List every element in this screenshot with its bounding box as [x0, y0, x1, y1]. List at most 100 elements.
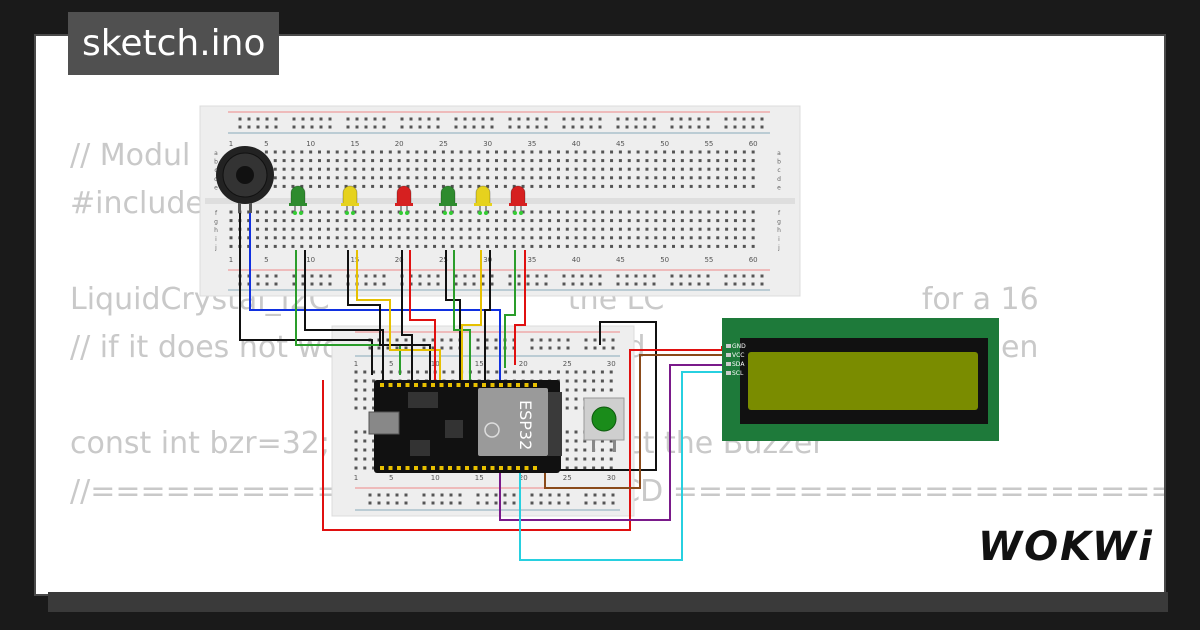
rail-hole	[688, 117, 692, 121]
column-number: 10	[306, 140, 315, 148]
breadboard-hole	[424, 210, 428, 214]
esp32-pin	[456, 466, 461, 470]
rail-hole	[566, 493, 570, 497]
breadboard-hole	[247, 219, 251, 223]
rail-hole	[611, 501, 615, 505]
breadboard-hole	[565, 457, 569, 461]
breadboard-hole	[450, 176, 454, 180]
rail-hole	[679, 125, 683, 129]
breadboard-hole	[583, 184, 587, 188]
rail-hole	[616, 125, 620, 129]
breadboard-hole	[309, 219, 313, 223]
column-number: 35	[527, 256, 536, 264]
breadboard-hole	[495, 184, 498, 188]
breadboard-hole	[363, 379, 367, 383]
breadboard-hole	[609, 457, 613, 461]
breadboard-hole	[716, 150, 720, 154]
breadboard-hole	[548, 159, 552, 163]
breadboard-hole	[388, 236, 392, 240]
esp32-pin	[422, 466, 427, 470]
breadboard-hole	[424, 219, 428, 223]
breadboard-hole	[654, 184, 658, 188]
sketch-title[interactable]: sketch.ino	[68, 12, 280, 75]
breadboard-hole	[601, 219, 605, 223]
breadboard-hole	[354, 448, 358, 452]
breadboard-hole	[574, 397, 578, 401]
rail-hole	[404, 493, 408, 497]
breadboard-hole	[363, 406, 367, 410]
breadboard-hole	[406, 244, 410, 248]
rail-hole	[625, 125, 629, 129]
breadboard-hole	[433, 219, 437, 223]
breadboard-hole	[601, 236, 605, 240]
rail-hole	[751, 282, 755, 286]
breadboard-hole	[362, 227, 366, 231]
breadboard-hole	[565, 406, 569, 410]
breadboard-hole	[680, 176, 684, 180]
rail-hole	[472, 117, 476, 121]
breadboard-hole	[362, 176, 366, 180]
breadboard-hole	[716, 227, 720, 231]
column-number: 35	[527, 140, 536, 148]
rail-hole	[593, 501, 597, 505]
breadboard-hole	[441, 176, 445, 180]
breadboard-hole	[388, 227, 392, 231]
breadboard-hole	[363, 388, 367, 392]
breadboard-hole	[504, 370, 508, 374]
push-button[interactable]	[583, 397, 625, 452]
breadboard-hole	[645, 244, 649, 248]
rail-hole	[368, 346, 372, 350]
breadboard-hole	[636, 236, 640, 240]
rail-hole	[697, 282, 701, 286]
breadboard-hole	[264, 210, 268, 214]
breadboard-hole	[663, 219, 667, 223]
esp32-pin	[456, 383, 461, 387]
breadboard-hole	[733, 210, 737, 214]
rail-hole	[481, 282, 485, 286]
breadboard-hole	[309, 244, 313, 248]
breadboard-hole	[521, 167, 525, 171]
breadboard-hole	[698, 227, 702, 231]
rail-hole	[706, 282, 710, 286]
breadboard-hole	[300, 219, 304, 223]
breadboard-hole	[300, 167, 304, 171]
breadboard-hole	[372, 388, 376, 392]
breadboard-hole	[742, 176, 746, 180]
esp32-pin	[380, 466, 384, 470]
breadboard-hole	[742, 159, 746, 163]
breadboard-hole	[583, 236, 587, 240]
breadboard-hole	[389, 370, 393, 374]
rail-hole	[485, 346, 489, 350]
rail-hole	[634, 282, 638, 286]
breadboard-hole	[309, 184, 313, 188]
breadboard-hole	[636, 210, 640, 214]
breadboard-hole	[530, 176, 534, 180]
breadboard-hole	[539, 159, 543, 163]
row-letter: b	[777, 159, 781, 166]
rail-hole	[481, 117, 485, 121]
breadboard-hole	[539, 370, 543, 374]
lcd-pin-label: SDA	[732, 361, 745, 368]
rail-hole	[274, 274, 278, 278]
breadboard-hole	[468, 210, 472, 214]
rail-hole	[571, 125, 575, 129]
breadboard-hole	[707, 176, 711, 180]
rail-hole	[328, 274, 332, 278]
breadboard-hole	[424, 184, 428, 188]
breadboard-hole	[592, 176, 596, 180]
rail-hole	[584, 501, 588, 505]
breadboard-hole	[583, 227, 587, 231]
row-letter: j	[214, 244, 217, 251]
breadboard-hole	[645, 219, 649, 223]
breadboard-hole	[424, 244, 428, 248]
esp32-pin	[524, 383, 529, 387]
breadboard-hole	[371, 244, 375, 248]
breadboard-hole	[282, 159, 286, 163]
breadboard-hole	[574, 236, 578, 240]
breadboard-hole	[291, 244, 295, 248]
column-number: 25	[439, 140, 448, 148]
breadboard-hole	[415, 244, 419, 248]
rail-hole	[409, 117, 413, 121]
breadboard-hole	[353, 184, 357, 188]
breadboard-hole	[326, 244, 330, 248]
